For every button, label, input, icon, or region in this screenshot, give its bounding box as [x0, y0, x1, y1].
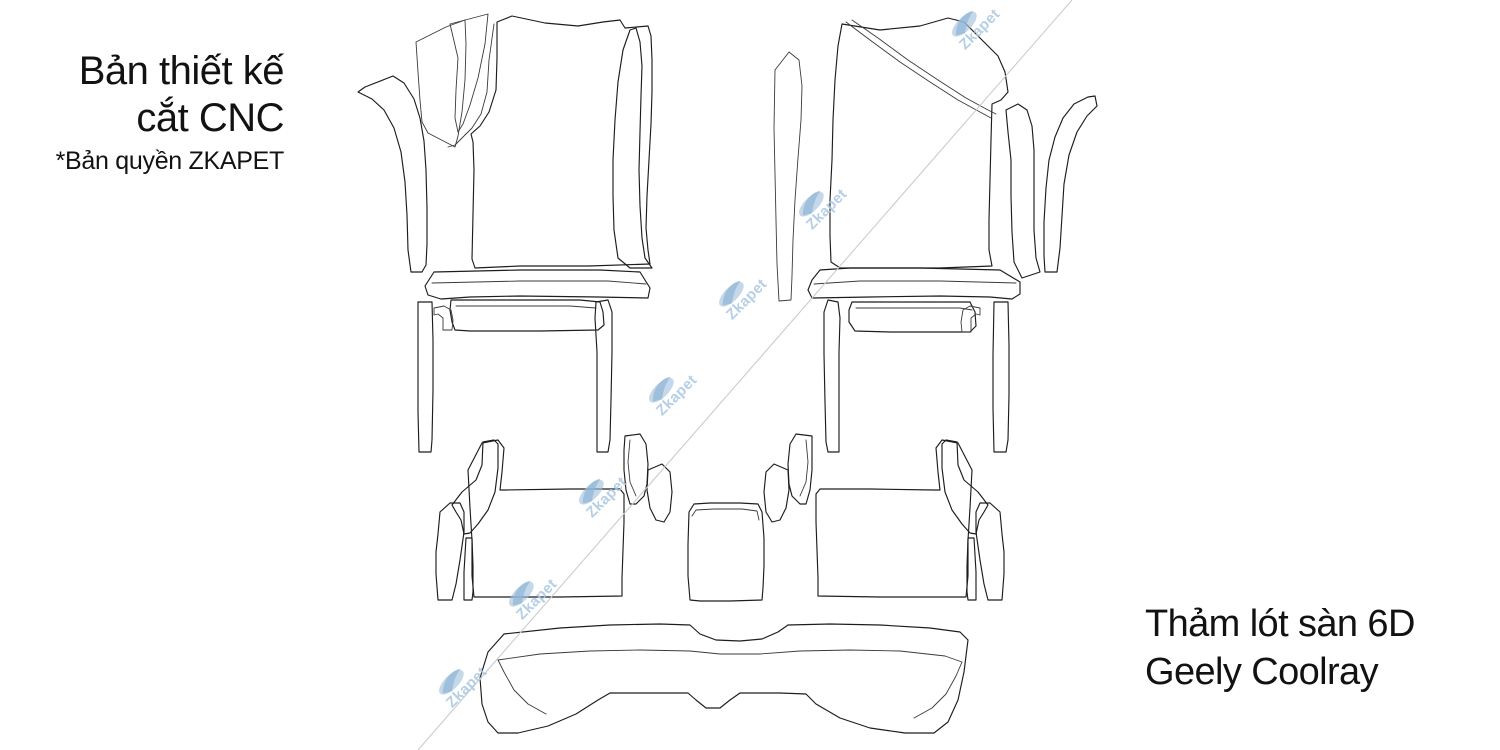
trunk-sill-panel-inner-seam-right [913, 661, 963, 719]
front-left-wedge-strip [449, 13, 489, 133]
front-left-sill-hook [433, 305, 454, 331]
rear-center-left-tall-strip-inner [627, 439, 637, 497]
title-line-2: cắt CNC [136, 96, 284, 140]
front-right-sill-block-inner [855, 307, 973, 311]
rear-center-mat [687, 502, 765, 602]
trunk-sill-panel [479, 623, 969, 734]
front-left-lower-band [424, 269, 651, 300]
title-line-1: Bản thiết kế [78, 49, 285, 93]
front-right-mat-inner-diagonal [845, 21, 992, 119]
copyright-note: *Bản quyền ZKAPET [55, 147, 285, 175]
rear-center-right-tall-strip [787, 433, 813, 505]
rear-right-main-mat [815, 439, 973, 598]
front-left-sill-block-inner [455, 305, 597, 309]
trunk-sill-panel-inner-left [497, 649, 963, 663]
product-name-line-1: Thảm lót sàn 6D [1145, 603, 1415, 645]
front-right-center-sill-strip [823, 299, 841, 453]
front-right-outer-side-strip [1043, 95, 1098, 273]
title-block: Bản thiết kế cắt CNC *Bản quyền ZKAPET [0, 48, 300, 178]
rear-center-mat-inner [691, 508, 760, 521]
trunk-sill-panel-inner-seam-left [497, 659, 547, 715]
front-left-sill-block [449, 299, 605, 332]
front-right-upper-strip [773, 51, 803, 302]
front-left-outer-side-strip [357, 75, 428, 273]
front-right-door-sill-long-strip [992, 301, 1010, 453]
front-left-main-mat [470, 15, 653, 269]
rear-center-left-tall-strip [623, 433, 649, 505]
front-right-mat-inner-diagonal2 [851, 19, 997, 115]
rear-left-hook-piece [451, 439, 499, 535]
rear-center-right-strip-inner [799, 439, 809, 497]
rear-right-hook-piece [941, 439, 989, 535]
product-label-block: Thảm lót sàn 6D Geely Coolray [1145, 600, 1415, 696]
product-name-line-2: Geely Coolray [1145, 651, 1379, 693]
rear-center-left-wedge [646, 463, 673, 523]
front-right-inner-side-strip [1005, 103, 1041, 279]
front-left-lower-band-inner [431, 280, 647, 285]
front-left-upper-panel [415, 19, 467, 148]
front-left-mat-inner-edge [447, 23, 495, 148]
front-right-lower-band-inner [813, 280, 1017, 285]
front-right-lower-band [807, 267, 1021, 300]
front-right-main-mat [829, 17, 1009, 269]
rear-left-main-mat [467, 439, 625, 598]
rear-center-right-wedge [763, 463, 790, 523]
front-right-sill-block [848, 301, 977, 333]
front-left-door-sill-long-strip [417, 301, 434, 453]
